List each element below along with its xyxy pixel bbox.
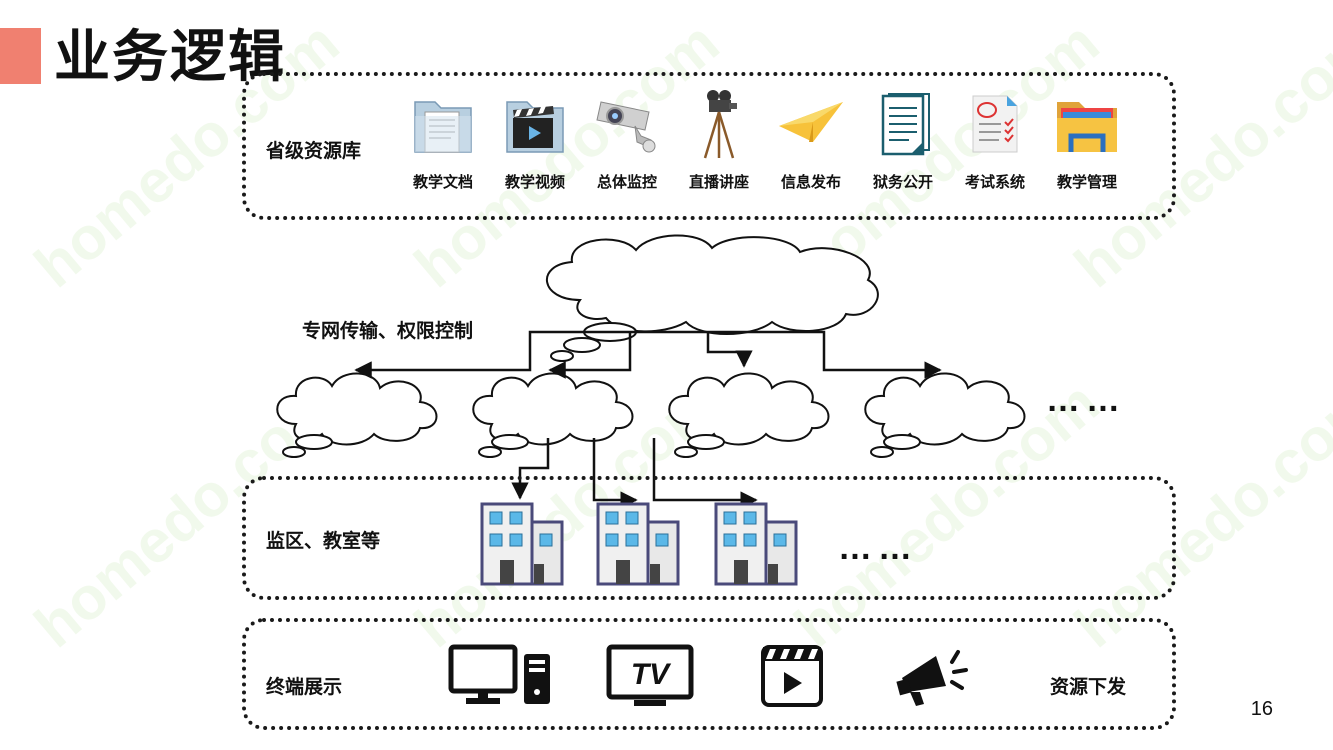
page-number: 16 (1250, 698, 1273, 720)
resource-item-publish[interactable]: 信息发布 (766, 88, 856, 192)
terminal-box (242, 618, 1176, 730)
video-folder-icon (506, 101, 564, 153)
regional-cloud (276, 372, 438, 458)
building-icon (596, 502, 680, 586)
resource-item-disclosure[interactable]: 狱务公开 (858, 88, 948, 192)
tv-icon: TV (606, 644, 694, 706)
more-networks-ellipsis: …… (1046, 381, 1126, 419)
resource-item-label: 直播讲座 (688, 173, 749, 191)
resource-item-management[interactable]: 教学管理 (1042, 88, 1132, 192)
desktop-computer-icon (448, 644, 550, 704)
resource-library-label: 省级资源库 (266, 140, 362, 162)
folder-icon (1057, 102, 1117, 152)
resource-item-live[interactable]: 直播讲座 (674, 88, 764, 192)
megaphone-icon (896, 650, 968, 706)
resource-item-label: 教学视频 (504, 173, 565, 191)
resource-item-monitoring[interactable]: 总体监控 (582, 88, 672, 192)
paper-plane-icon (779, 102, 843, 142)
site-box (242, 476, 1176, 600)
more-sites-ellipsis: …… (838, 529, 918, 567)
site-label: 监区、教室等 (266, 530, 381, 552)
building-icon (480, 502, 564, 586)
resource-item-docs[interactable]: 教学文档 (398, 88, 488, 192)
security-camera-icon (596, 101, 656, 153)
building-icon (714, 502, 798, 586)
video-clip-icon (761, 645, 823, 707)
regional-cloud (668, 372, 830, 458)
central-cloud (545, 234, 879, 362)
notepad-icon (881, 93, 930, 156)
regional-cloud (864, 372, 1026, 458)
resource-library-box (242, 72, 1176, 220)
resource-item-label: 考试系统 (964, 173, 1025, 191)
film-camera-icon (703, 90, 737, 159)
svg-text:TV: TV (631, 658, 672, 691)
distribution-label: 资源下发 (1050, 676, 1127, 698)
network-connectors (354, 330, 942, 509)
terminal-label: 终端展示 (266, 676, 343, 698)
regional-cloud (472, 372, 634, 458)
document-folder-icon (414, 101, 472, 153)
resource-item-exam[interactable]: 考试系统 (950, 88, 1040, 192)
resource-item-label: 教学文档 (412, 173, 473, 191)
resource-item-label: 总体监控 (596, 173, 657, 191)
resource-item-videos[interactable]: 教学视频 (490, 88, 580, 192)
page-title: 业务逻辑 (54, 25, 286, 90)
resource-item-label: 教学管理 (1056, 173, 1117, 191)
resource-item-label: 狱务公开 (872, 173, 933, 191)
network-label: 专网传输、权限控制 (302, 320, 474, 342)
title-accent-bar (0, 28, 41, 84)
exam-paper-icon (972, 95, 1018, 153)
resource-item-label: 信息发布 (780, 173, 841, 191)
